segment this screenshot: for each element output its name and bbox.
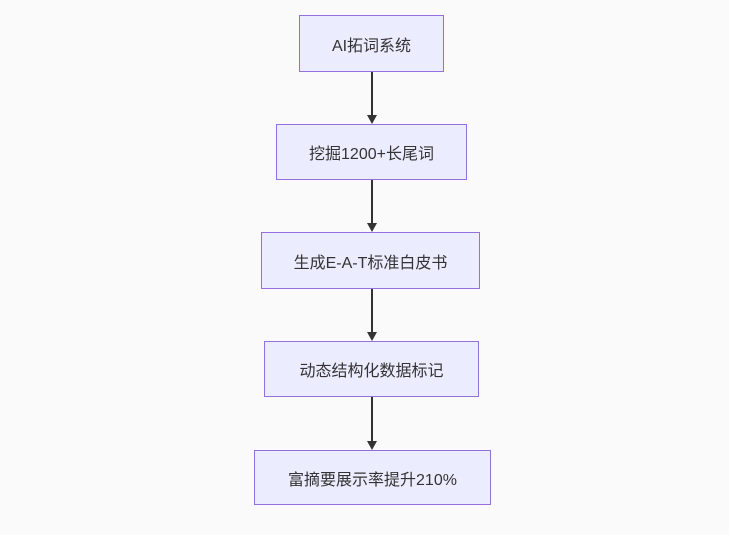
flow-edge-1 (366, 72, 377, 124)
flow-node-label: 生成E-A-T标准白皮书 (293, 254, 448, 272)
flow-edge-2 (366, 180, 377, 232)
flow-node-label: 富摘要展示率提升210% (288, 471, 457, 489)
arrow-down-icon (366, 223, 377, 232)
flow-node-ai-word-system: AI拓词系统 (299, 15, 444, 72)
flow-node-eat-whitepaper: 生成E-A-T标准白皮书 (261, 232, 480, 289)
flow-node-label: 动态结构化数据标记 (299, 363, 444, 380)
arrow-down-icon (366, 115, 377, 124)
arrow-down-icon (366, 441, 377, 450)
flow-node-rich-snippet-result: 富摘要展示率提升210% (254, 450, 491, 505)
flow-node-longtail-mining: 挖掘1200+长尾词 (276, 124, 467, 180)
edge-line (370, 289, 373, 332)
flow-node-structured-data: 动态结构化数据标记 (264, 341, 479, 397)
edge-line (370, 180, 373, 223)
flow-edge-4 (366, 397, 377, 450)
edge-line (370, 397, 373, 441)
flow-node-label: AI拓词系统 (331, 37, 412, 55)
flow-edge-3 (366, 289, 377, 341)
flow-node-label: 挖掘1200+长尾词 (309, 146, 434, 163)
arrow-down-icon (366, 332, 377, 341)
edge-line (370, 72, 373, 115)
